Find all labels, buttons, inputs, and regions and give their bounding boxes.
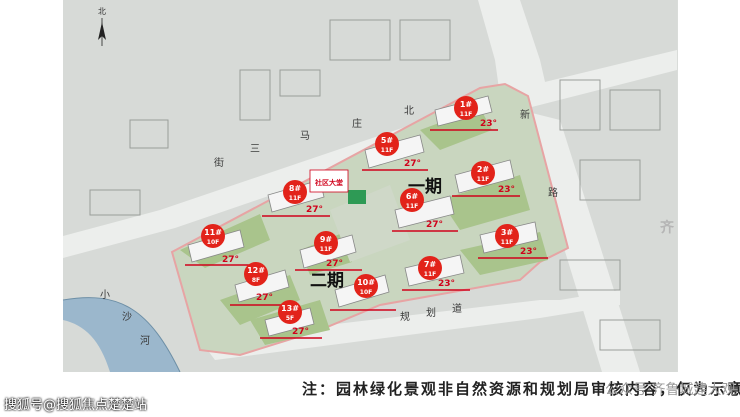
building-marker-6: 6# 11F [400,188,424,212]
svg-text:10F: 10F [360,289,372,296]
building-marker-11: 11# 10F [201,224,225,248]
svg-text:11F: 11F [501,239,513,246]
svg-text:庄: 庄 [352,117,362,130]
svg-text:3#: 3# [501,228,514,237]
north-compass: 北 [98,7,106,46]
svg-text:2#: 2# [477,165,490,174]
svg-text:6#: 6# [406,192,419,201]
svg-text:11F: 11F [477,176,489,183]
svg-text:9#: 9# [320,235,333,244]
svg-text:8#: 8# [289,184,302,193]
building-marker-9: 9# 11F [314,231,338,255]
building-marker-5: 5# 11F [375,132,399,156]
south-road [200,290,620,360]
svg-text:11F: 11F [381,147,393,154]
svg-text:23°: 23° [498,185,515,195]
svg-text:11F: 11F [460,111,472,118]
angle-labels: 23° 23° 23° 27° 27° 27° 27° 27° 27° 23° … [222,119,537,337]
svg-text:路: 路 [548,186,558,199]
svg-text:23°: 23° [480,119,497,129]
svg-text:划: 划 [426,306,436,319]
svg-text:27°: 27° [426,220,443,230]
svg-text:27°: 27° [306,205,323,215]
building-marker-10: 10# 10F [354,274,378,298]
svg-text:23°: 23° [438,279,455,289]
svg-text:27°: 27° [326,259,343,269]
svg-text:规: 规 [400,310,410,323]
svg-text:23°: 23° [520,247,537,257]
svg-text:10#: 10# [357,278,375,287]
building-marker-3: 3# 11F [495,224,519,248]
svg-text:11F: 11F [320,246,332,253]
svg-text:小: 小 [100,289,110,301]
building-marker-13: 13# 5F [278,300,302,324]
account-watermark: 公众号·齐鲁城建大观 [605,382,736,398]
compass-label: 北 [98,7,106,16]
svg-text:11#: 11# [204,228,222,237]
svg-text:5#: 5# [381,136,394,145]
svg-text:27°: 27° [256,293,273,303]
community-gate-label: 社区大堂 [314,178,343,187]
building-marker-2: 2# 11F [471,161,495,185]
svg-text:12#: 12# [247,266,265,275]
svg-text:11F: 11F [424,271,436,278]
svg-text:沙: 沙 [122,311,132,323]
building-marker-7: 7# 11F [418,256,442,280]
svg-text:新: 新 [520,108,530,121]
svg-text:13#: 13# [281,304,299,313]
svg-text:10F: 10F [207,239,219,246]
svg-text:河: 河 [140,335,150,347]
svg-text:马: 马 [300,130,310,142]
svg-text:11F: 11F [406,203,418,210]
angle-lines [185,129,548,339]
svg-text:街: 街 [214,156,224,169]
source-watermark: 搜狐号@搜狐焦点楚楚站 [4,398,148,413]
svg-text:11F: 11F [289,195,301,202]
svg-text:8F: 8F [252,277,260,284]
svg-text:27°: 27° [222,255,239,265]
river [63,297,180,372]
svg-text:道: 道 [452,302,462,315]
building-markers: 1# 11F 2# 11F 3# 11F 5# 11F 6# 11F 7# 11… [201,96,519,324]
svg-text:北: 北 [404,105,414,117]
building-marker-1: 1# 11F [454,96,478,120]
road-labels: 三 马 庄 北 街 新 路 规 划 道 小 沙 河 [100,105,558,347]
note-strip [0,372,740,417]
svg-text:三: 三 [250,144,260,155]
svg-text:7#: 7# [424,260,437,269]
building-marker-12: 12# 8F [244,262,268,286]
east-road [478,0,548,96]
pool [348,190,366,204]
disclaimer-note: 注：园林绿化景观非自然资源和规划局审核内容，仅为示意 [302,380,740,398]
phase-two-label: 二期 [310,271,344,291]
building-marker-8: 8# 11F [283,180,307,204]
svg-text:1#: 1# [460,100,473,109]
edge-watermark: 齐 [660,219,675,236]
svg-text:27°: 27° [292,327,309,337]
svg-text:5F: 5F [286,315,294,322]
svg-text:27°: 27° [404,159,421,169]
